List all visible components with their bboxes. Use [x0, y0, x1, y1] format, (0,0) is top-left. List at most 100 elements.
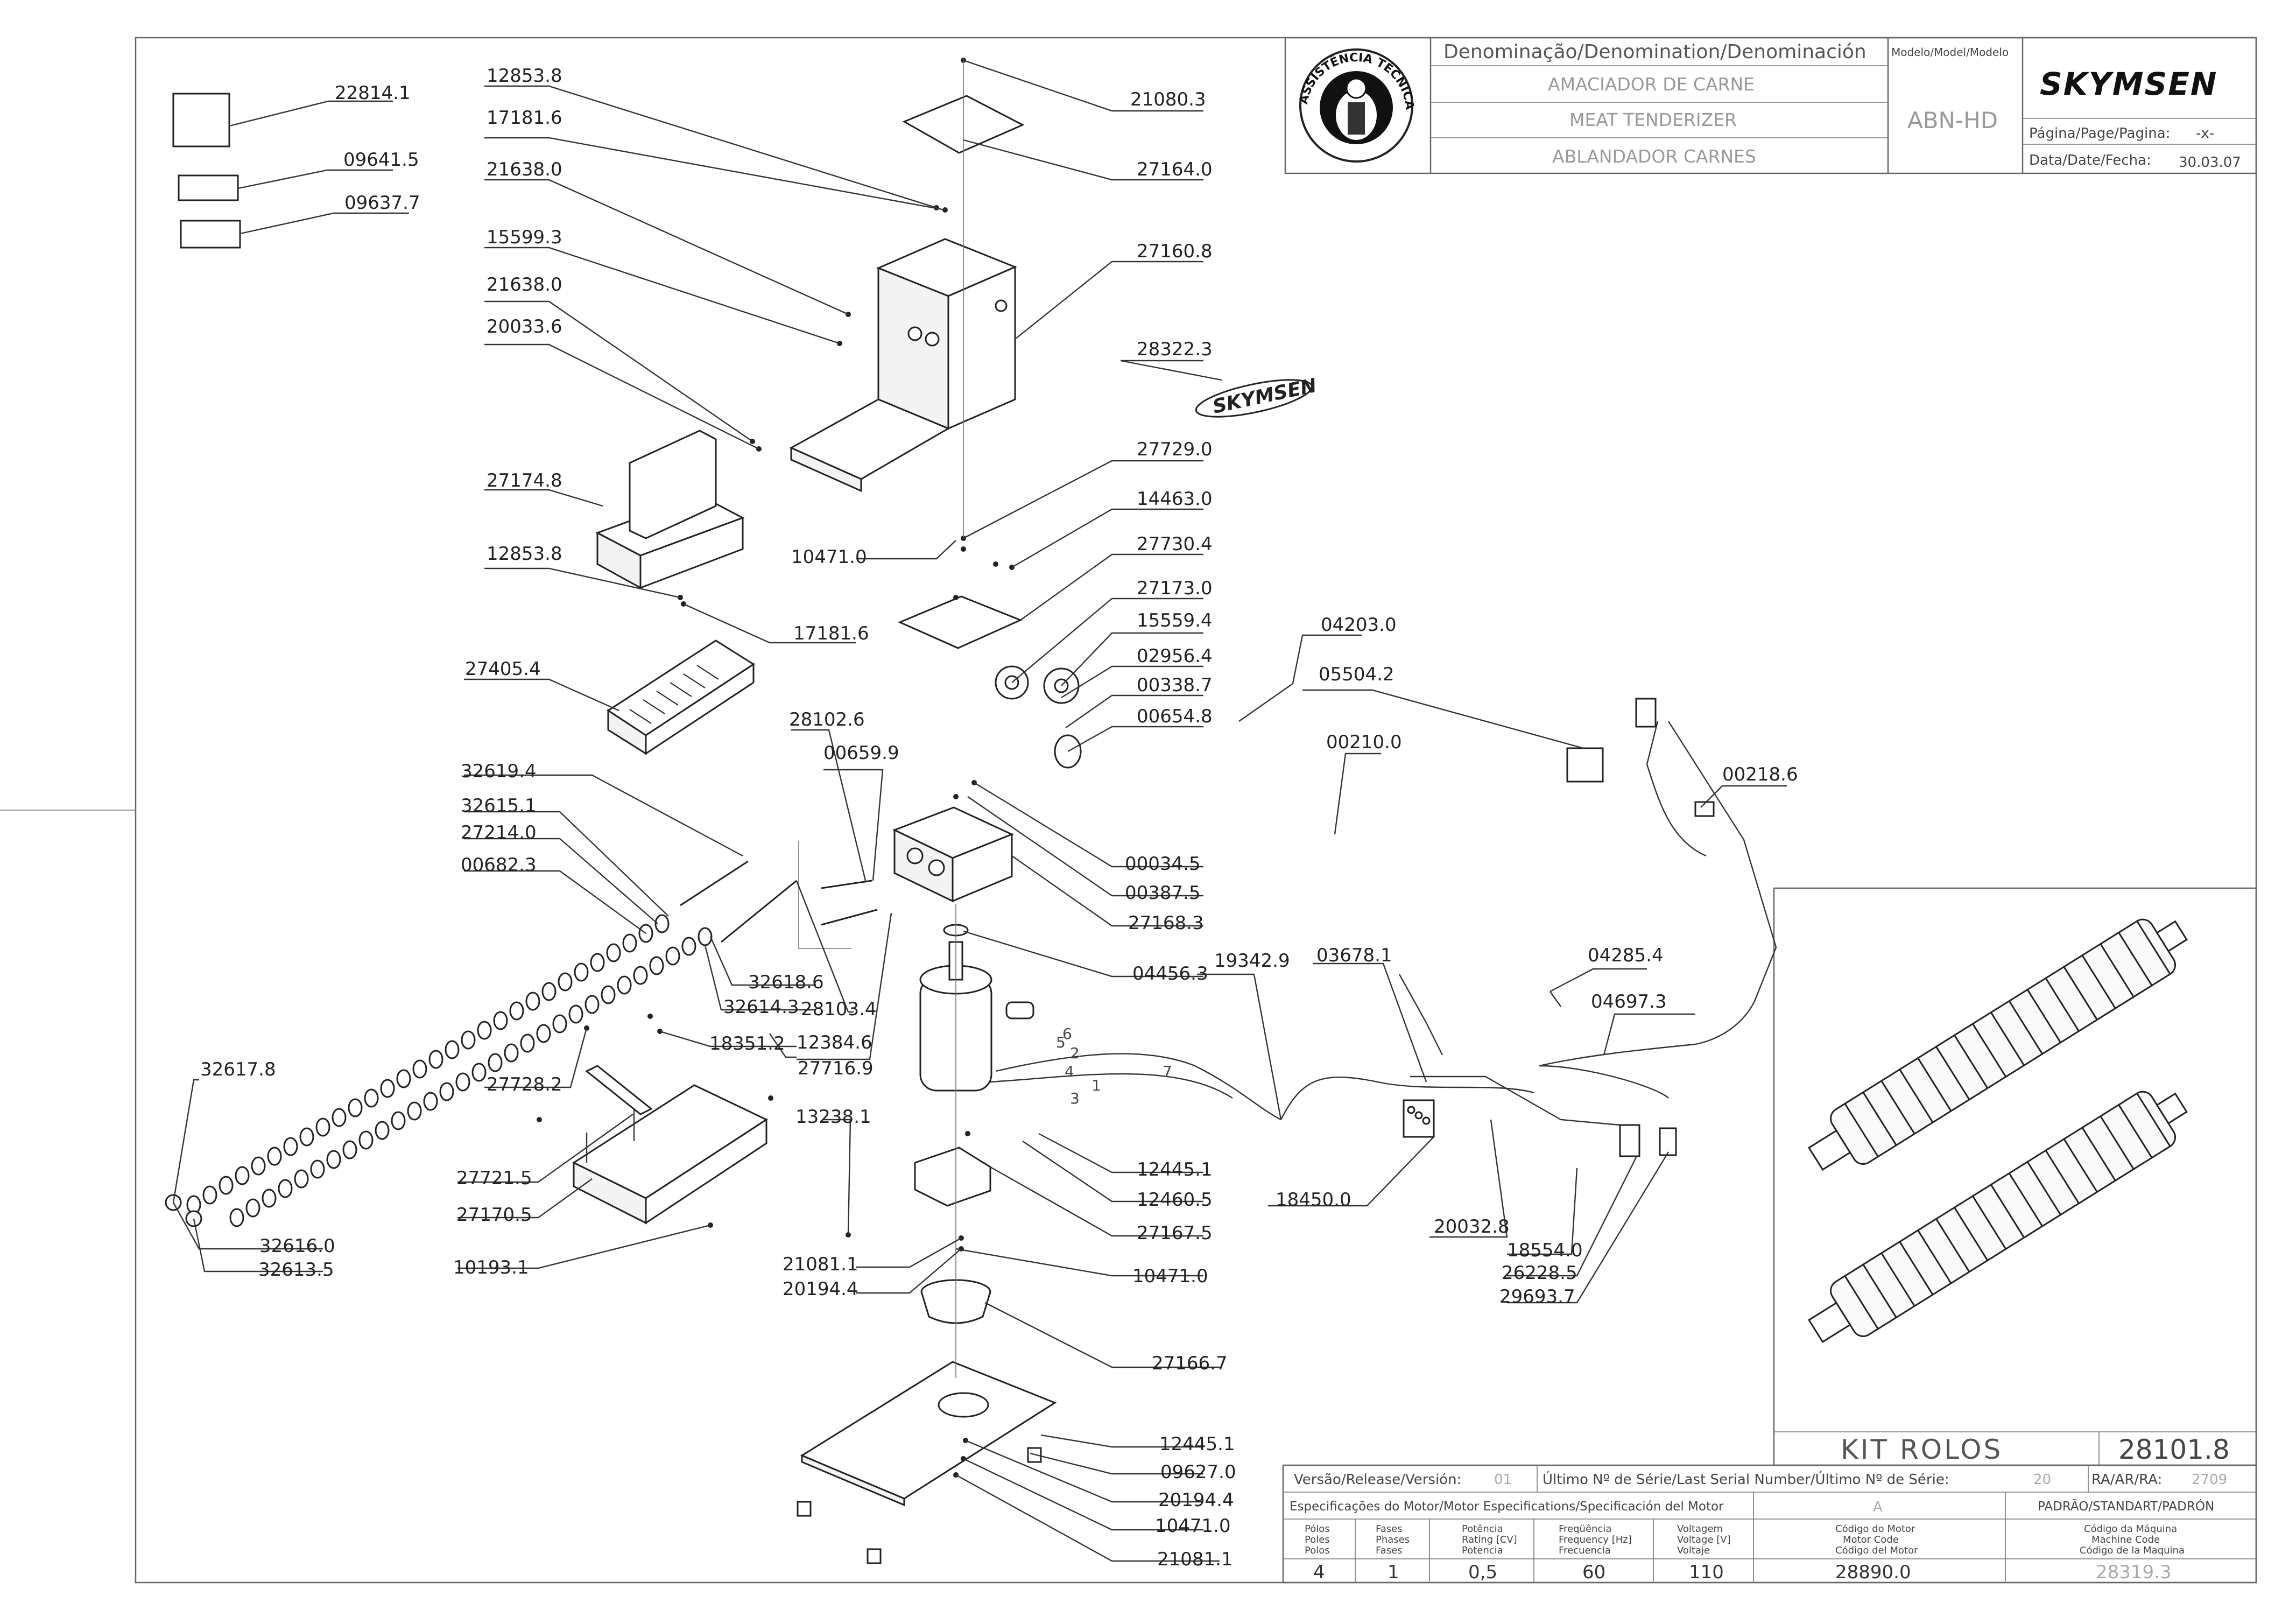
product-name-en: MEAT TENDERIZER	[1569, 109, 1737, 130]
part-label: 21638.0	[487, 159, 562, 180]
svg-text:5: 5	[1056, 1034, 1066, 1051]
part-label: 32615.1	[461, 795, 537, 817]
part-label: 12460.5	[1137, 1189, 1213, 1211]
part-label: 20194.4	[783, 1278, 858, 1300]
part-label: 27174.8	[487, 470, 562, 491]
col-power-header: Potência Rating [CV] Potencia	[1462, 1523, 1517, 1556]
part-switch	[1619, 1124, 1677, 1157]
part-label: 12445.1	[1137, 1159, 1213, 1180]
product-name-es: ABLANDADOR CARNES	[1552, 146, 1756, 167]
part-label: 27170.5	[456, 1204, 532, 1226]
svg-text:1: 1	[1091, 1077, 1101, 1094]
col-frequency-header: Freqüência Frequency [Hz] Frecuencia	[1559, 1523, 1632, 1556]
denomination-header: Denominação/Denomination/Denominación	[1443, 41, 1867, 63]
part-tie-rod-lower	[821, 909, 878, 926]
voltage-value: 110	[1689, 1562, 1724, 1583]
svg-text:Código del Motor: Código del Motor	[1835, 1545, 1918, 1556]
version-label: Versão/Release/Versión:	[1294, 1472, 1461, 1488]
part-label: 27164.0	[1137, 159, 1213, 180]
part-tie-rod-upper	[821, 880, 872, 889]
machine-code-value: 28319.3	[2096, 1562, 2172, 1583]
part-label: 19342.9	[1214, 950, 1290, 972]
svg-text:Código da Máquina: Código da Máquina	[2084, 1523, 2177, 1535]
part-label: 09627.0	[1160, 1461, 1236, 1483]
svg-text:4: 4	[1065, 1063, 1074, 1080]
part-label: 27160.8	[1137, 241, 1213, 262]
part-label: 18554.0	[1507, 1240, 1583, 1261]
svg-text:Frequency [Hz]: Frequency [Hz]	[1559, 1534, 1632, 1545]
col-poles-header: Pólos Poles Polos	[1305, 1523, 1330, 1556]
part-label: 00218.6	[1722, 764, 1798, 785]
outer-border	[135, 37, 2257, 1584]
part-label: 27168.3	[1128, 912, 1204, 934]
part-label: 27405.4	[465, 658, 541, 680]
part-label: 21081.1	[1157, 1549, 1233, 1570]
col-voltage-header: Voltagem Voltage [V] Voltaje	[1677, 1523, 1731, 1556]
part-label: 27721.5	[456, 1168, 532, 1189]
part-label: 27729.0	[1137, 439, 1213, 460]
part-comb-guide	[607, 639, 755, 755]
part-label: 10471.0	[1132, 1266, 1208, 1287]
part-label: 12853.8	[487, 543, 562, 565]
svg-text:Voltaje: Voltaje	[1677, 1545, 1710, 1556]
svg-text:Polos: Polos	[1305, 1545, 1330, 1556]
motor-code-value: 28890.0	[1835, 1562, 1911, 1583]
brand-logo: SKYMSEN	[2040, 66, 2217, 102]
standard-label: PADRÃO/STANDART/PADRÓN	[2038, 1499, 2214, 1514]
page-label: Página/Page/Pagina:	[2029, 125, 2170, 142]
part-label: 20033.6	[487, 316, 562, 338]
part-main-housing	[789, 238, 1017, 493]
kit-title: KIT ROLOS	[1841, 1434, 2003, 1465]
kit-code: 28101.8	[2118, 1434, 2230, 1465]
ra-value: 2709	[2192, 1472, 2227, 1488]
phases-value: 1	[1388, 1562, 1399, 1583]
part-power-plug	[1566, 698, 1715, 817]
part-label: 27730.4	[1137, 533, 1213, 555]
part-label: 27214.0	[461, 822, 537, 843]
part-label: 32614.3	[723, 996, 799, 1018]
part-label: 04285.4	[1588, 945, 1664, 966]
part-label-sticker-small	[180, 220, 241, 249]
version-value: 01	[1494, 1472, 1512, 1488]
part-label: 28322.3	[1137, 339, 1213, 360]
part-label: 00659.9	[823, 742, 899, 764]
part-shaft-lower	[721, 880, 797, 943]
svg-text:Machine Code: Machine Code	[2091, 1534, 2160, 1545]
part-label: 00654.8	[1137, 706, 1213, 727]
frequency-value: 60	[1582, 1562, 1605, 1583]
svg-text:Código do Motor: Código do Motor	[1835, 1523, 1915, 1535]
part-label: 00682.3	[461, 854, 537, 876]
part-label: 32619.4	[461, 761, 537, 782]
motor-class: A	[1873, 1499, 1883, 1515]
part-label: 00338.7	[1137, 674, 1213, 696]
part-label: 21080.3	[1130, 89, 1206, 110]
part-shaft-upper	[680, 860, 749, 906]
part-label: 21638.0	[487, 274, 562, 296]
part-drive-gears	[995, 665, 1082, 769]
svg-text:Freqüência: Freqüência	[1559, 1523, 1611, 1535]
part-label: 02956.4	[1137, 645, 1213, 667]
model-header: Modelo/Model/Modelo	[1891, 46, 2009, 59]
part-label: 32616.0	[259, 1235, 335, 1257]
part-label: 26228.5	[1502, 1262, 1577, 1284]
part-roller-discs-upper	[186, 914, 670, 1214]
part-label: 32617.8	[200, 1059, 276, 1080]
part-label: 22814.1	[335, 82, 411, 104]
part-label: 32613.5	[258, 1259, 334, 1281]
power-value: 0,5	[1468, 1562, 1497, 1583]
roller-lower	[1808, 1091, 2188, 1343]
part-label: 09641.5	[343, 149, 419, 171]
part-label: 15559.4	[1137, 610, 1213, 631]
svg-text:3: 3	[1070, 1089, 1080, 1107]
page-value: -x-	[2196, 125, 2214, 142]
part-label: 20032.8	[1434, 1216, 1510, 1238]
part-label: 03678.1	[1316, 945, 1392, 966]
part-label: 09637.7	[344, 192, 420, 214]
bracket-outline	[798, 841, 851, 949]
part-numbers: 22814.1 09641.5 09637.7 12853.8 17181.6 …	[200, 65, 1798, 1570]
part-label: 10471.0	[1155, 1515, 1231, 1537]
part-label-sticker-medium	[178, 174, 239, 201]
part-label: 27173.0	[1137, 578, 1213, 599]
svg-text:Fases: Fases	[1376, 1523, 1403, 1535]
skymsen-logo-decal: SKYMSEN	[1195, 375, 1319, 418]
